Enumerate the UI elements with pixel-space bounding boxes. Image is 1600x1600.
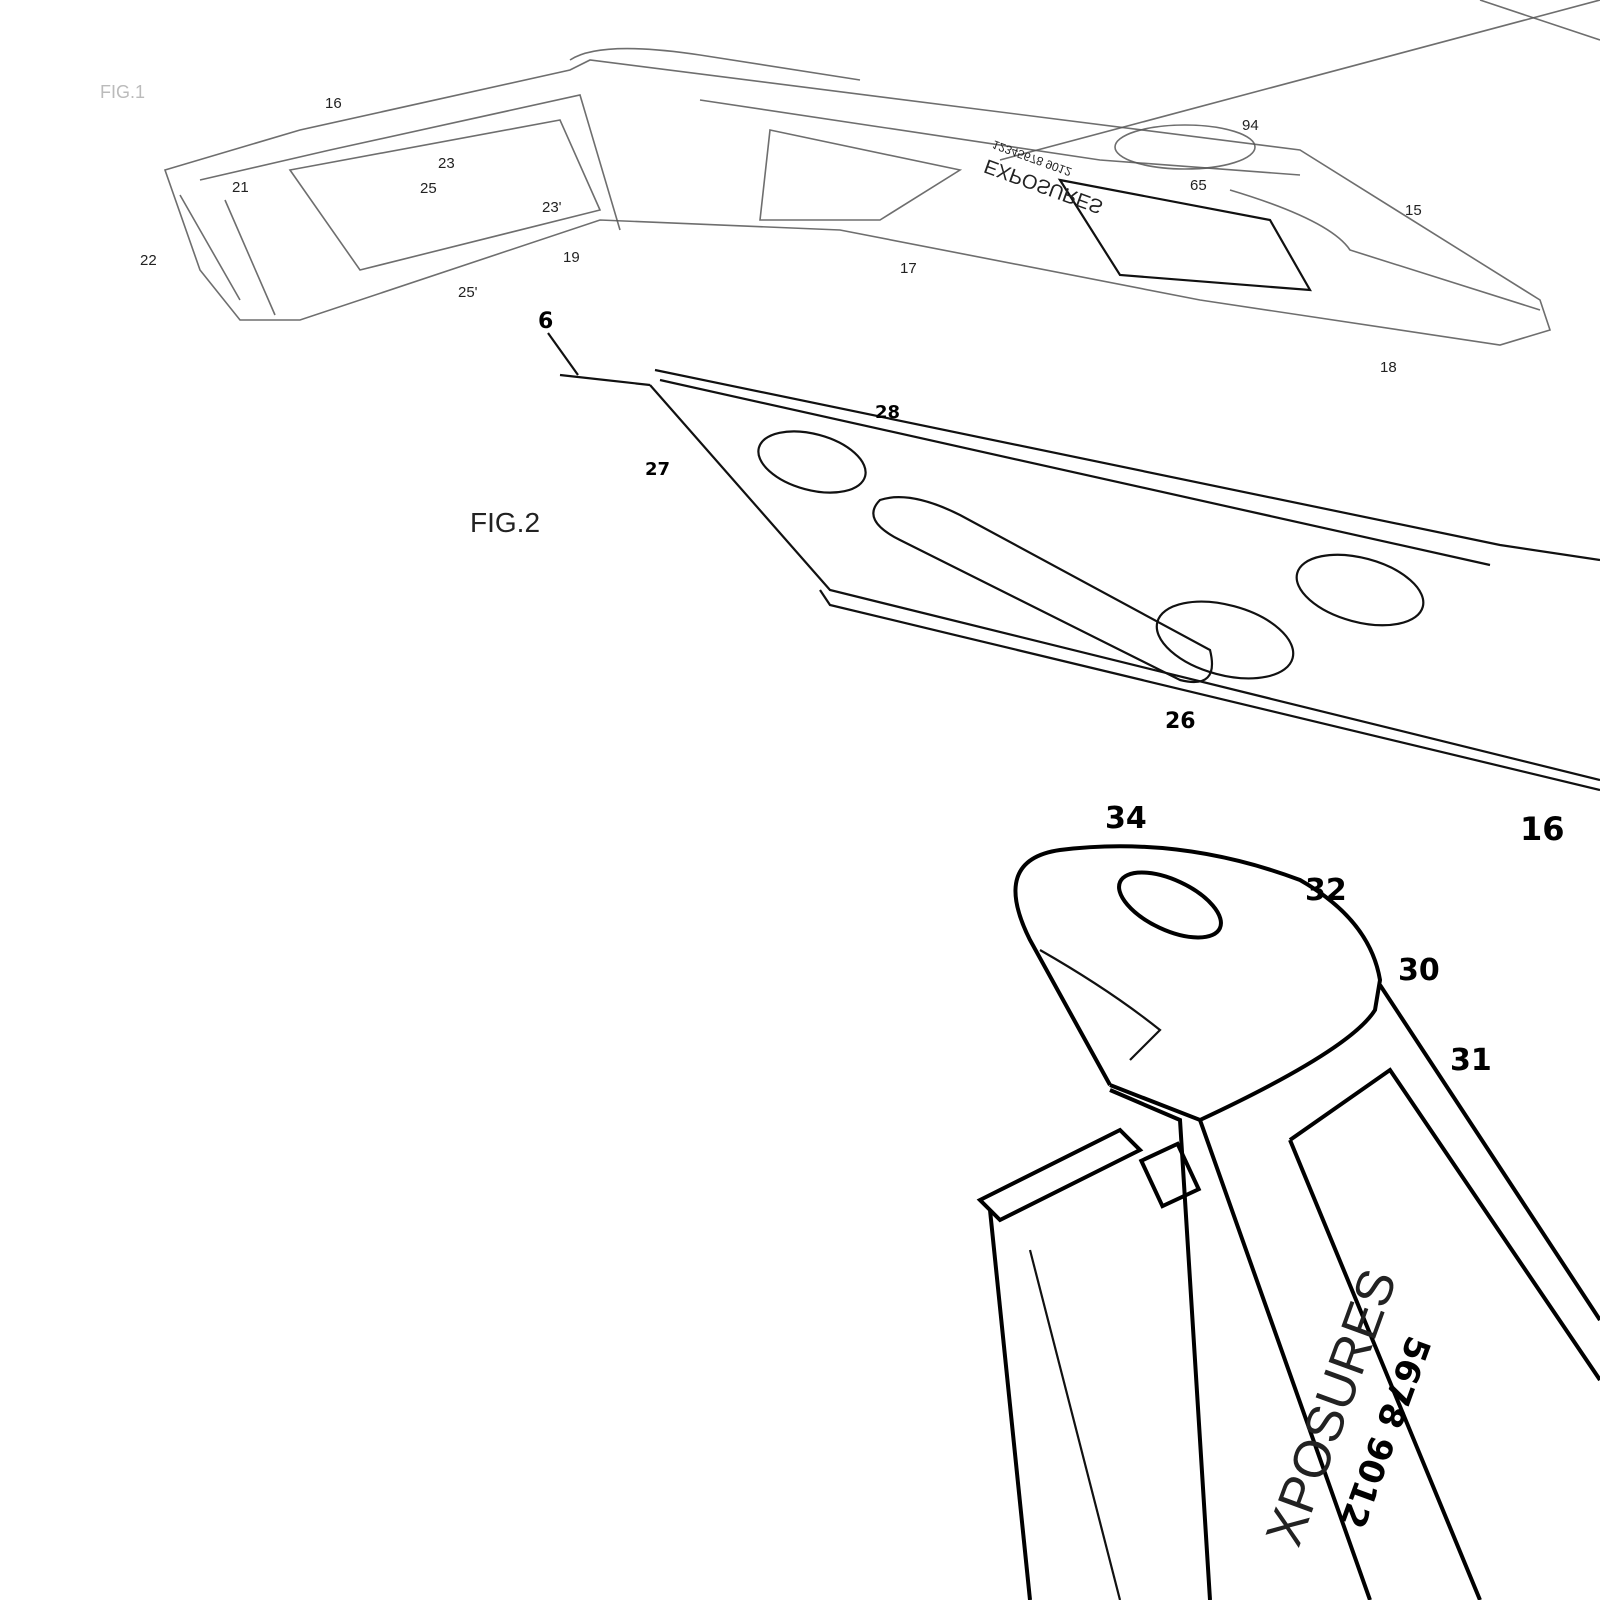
reference-label: 31 [1450,1043,1492,1078]
fig3-text: 34 32 30 31 XPOSURES 5678 9012 [1105,801,1492,1553]
reference-label: 17 [900,260,917,277]
reference-label: 28 [875,402,900,423]
reference-label: 22 [140,252,157,269]
fig3-drawing [976,844,1600,1600]
reference-label: 27 [645,459,670,480]
reference-label: 15 [1405,202,1422,219]
fig1-drawing [163,0,1600,346]
reference-label: 30 [1398,953,1440,988]
reference-label: 25 [420,180,437,197]
fig2-drawing [547,332,1600,792]
reference-label: 6 [538,309,553,334]
reference-label: 16 [1520,810,1565,848]
fig1-text: FIG.1 16 23 21 25 22 23' 19 25' 17 94 65… [100,82,1422,376]
reference-label: FIG.2 [470,507,540,538]
reference-label: 18 [1380,359,1397,376]
reference-label: 25' [458,284,478,301]
reference-label: 23 [438,155,455,172]
reference-label: 32 [1305,873,1347,908]
reference-label: 65 [1190,177,1207,194]
reference-label: 23' [542,199,562,216]
reference-label: 94 [1242,117,1259,134]
reference-label: 26 [1165,709,1196,734]
fig2-text: FIG.2 6 28 27 26 16 [470,309,1565,848]
reference-label: 34 [1105,801,1147,836]
reference-label: 19 [563,249,580,266]
reference-label: 21 [232,179,249,196]
reference-label: 16 [325,95,342,112]
reference-label: FIG.1 [100,82,145,102]
